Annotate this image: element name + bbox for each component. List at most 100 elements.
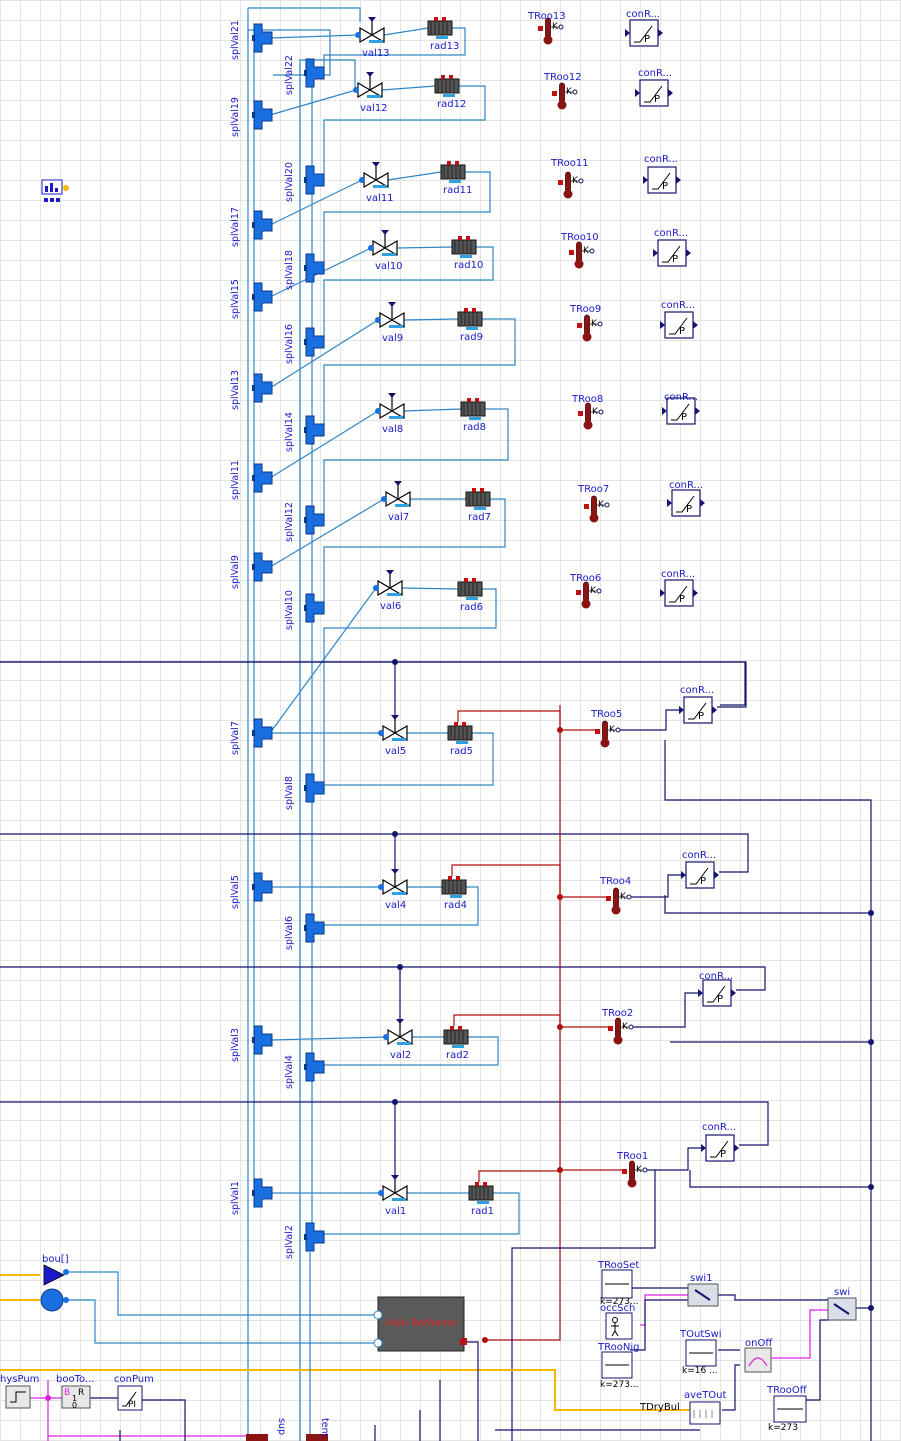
room-controller[interactable]: PconR... xyxy=(701,1122,739,1161)
radiator-heat-port xyxy=(467,398,471,402)
room-controller[interactable]: PconR... xyxy=(660,300,698,338)
room-temperature-sensor[interactable]: KTRoo10 xyxy=(560,232,599,269)
controller-output xyxy=(676,176,681,184)
radiator-heat-port xyxy=(458,236,462,240)
on-off-controller[interactable]: onOff xyxy=(745,1338,773,1372)
splitter-body xyxy=(254,873,272,901)
radiator[interactable]: rad12 xyxy=(435,75,466,110)
room-controller[interactable]: PconR... xyxy=(679,685,717,723)
average-outside-temp-block[interactable]: aveTOut xyxy=(684,1390,727,1424)
room-temperature-sensor[interactable]: KTRoo12 xyxy=(543,72,582,110)
room-temperature-sensor[interactable]: KTRoo5 xyxy=(590,709,622,748)
hysteresis-block[interactable]: hysPum xyxy=(0,1374,39,1408)
radiator[interactable]: rad4 xyxy=(442,876,467,911)
room-temperature-sensor[interactable]: KTRoo4 xyxy=(599,876,631,915)
valve[interactable]: val6 xyxy=(373,570,402,612)
valve[interactable]: val1 xyxy=(378,1175,407,1217)
pump-controller[interactable]: conPumPI xyxy=(114,1374,154,1410)
room-night-setpoint-block[interactable]: TRooNigk=273... xyxy=(597,1342,639,1390)
valve[interactable]: val12 xyxy=(353,72,388,114)
room-controller[interactable]: PconR... xyxy=(698,971,736,1006)
boundary-source[interactable]: bou[] xyxy=(41,1254,69,1311)
switch-1[interactable]: swi1 xyxy=(688,1273,718,1306)
splitter-left[interactable]: splVal1 xyxy=(230,1179,272,1215)
splitter-right[interactable]: splVal18 xyxy=(284,250,324,290)
block-label: swi1 xyxy=(690,1273,713,1284)
thermometer-bulb xyxy=(558,101,567,110)
valve[interactable]: val5 xyxy=(378,715,407,757)
room-temperature-sensor[interactable]: KTRoo13 xyxy=(527,11,566,45)
radiator[interactable]: rad7 xyxy=(466,488,491,523)
valve[interactable]: val8 xyxy=(375,393,404,435)
valve-flow-arrow xyxy=(373,185,387,188)
room-temperature-sensor[interactable]: KTRoo6 xyxy=(569,573,601,609)
valve-port xyxy=(378,1190,384,1196)
supply-sensor[interactable]: sup xyxy=(246,1418,287,1441)
splitter-left[interactable]: splVal21 xyxy=(230,20,272,60)
splitter-right[interactable]: splVal2 xyxy=(284,1223,324,1259)
radiator[interactable]: rad13 xyxy=(428,17,459,52)
valve-flow-arrow xyxy=(392,892,406,895)
radiator[interactable]: rad5 xyxy=(448,722,473,757)
radiator[interactable]: rad6 xyxy=(458,578,483,613)
splitter-right[interactable]: splVal6 xyxy=(284,914,324,950)
splitter-port xyxy=(252,564,255,570)
radiator[interactable]: rad1 xyxy=(469,1182,494,1217)
valve[interactable]: val10 xyxy=(368,230,403,272)
room-controller[interactable]: PconR... xyxy=(660,569,698,606)
room-temperature-sensor[interactable]: KTRoo1 xyxy=(616,1151,648,1188)
valve[interactable]: val4 xyxy=(378,869,407,911)
splitter-right[interactable]: splVal12 xyxy=(284,502,324,542)
radiator[interactable]: rad2 xyxy=(444,1026,469,1061)
occupancy-schedule[interactable]: occSch xyxy=(600,1303,635,1339)
splitter-left[interactable]: splVal11 xyxy=(230,460,272,500)
room-temperature-sensor[interactable]: KTRoo11 xyxy=(550,158,589,199)
room-temperature-sensor[interactable]: KTRoo8 xyxy=(571,394,603,430)
valve[interactable]: val2 xyxy=(383,1019,412,1061)
room-temperature-sensor[interactable]: KTRoo7 xyxy=(577,484,609,523)
splitter-left[interactable]: splVal17 xyxy=(230,207,272,247)
boolean-to-real-block[interactable]: booTo...BR10 xyxy=(56,1374,94,1410)
room-controller[interactable]: PconR... xyxy=(653,228,691,266)
splitter-left[interactable]: splVal15 xyxy=(230,279,272,319)
room-temperature-sensor[interactable]: KTRoo9 xyxy=(569,304,602,342)
room-controller[interactable]: PconR... xyxy=(643,154,681,193)
splitter-body xyxy=(254,1026,272,1054)
radiator[interactable]: rad10 xyxy=(452,236,483,271)
splitter-left[interactable]: splVal3 xyxy=(230,1026,272,1062)
splitter-right[interactable]: splVal10 xyxy=(284,590,324,630)
splitter-left[interactable]: splVal9 xyxy=(230,553,272,589)
switch[interactable]: swi xyxy=(828,1287,856,1320)
valve-port xyxy=(378,730,384,736)
valve[interactable]: val9 xyxy=(375,302,404,344)
room-controller[interactable]: PconR... xyxy=(681,850,719,888)
room-controller[interactable]: PconR... xyxy=(662,392,700,424)
room-setpoint-block[interactable]: TRooSetk=273... xyxy=(597,1260,639,1307)
house-model[interactable]: Hish RefHome xyxy=(374,1297,467,1351)
splitter-right[interactable]: splVal4 xyxy=(284,1053,324,1089)
splitter-left[interactable]: splVal13 xyxy=(230,370,272,410)
room-temperature-sensor[interactable]: KTRoo2 xyxy=(601,1008,633,1045)
radiator[interactable]: rad9 xyxy=(458,308,483,343)
splitter-left[interactable]: splVal19 xyxy=(230,97,272,137)
radiator[interactable]: rad8 xyxy=(461,398,486,433)
room-controller[interactable]: PconR... xyxy=(625,9,663,46)
splitter-left[interactable]: splVal7 xyxy=(230,719,272,755)
radiator[interactable]: rad11 xyxy=(441,161,472,196)
splitter-right[interactable]: splVal22 xyxy=(284,55,324,95)
room-off-setpoint-block[interactable]: TRooOffk=273 xyxy=(766,1385,808,1433)
controller-input xyxy=(701,1144,706,1152)
valve[interactable]: val13 xyxy=(355,17,390,59)
radiator-heat-port xyxy=(442,17,446,21)
room-controller[interactable]: PconR... xyxy=(635,68,673,106)
splitter-right[interactable]: splVal20 xyxy=(284,162,324,202)
splitter-right[interactable]: splVal8 xyxy=(284,774,324,810)
room-controller[interactable]: PconR... xyxy=(667,480,705,516)
valve[interactable]: val11 xyxy=(359,162,394,204)
valve[interactable]: val7 xyxy=(381,481,410,523)
block-parameter: k=16 ... xyxy=(682,1366,718,1376)
outside-switch-temp-block[interactable]: TOutSwik=16 ... xyxy=(679,1329,722,1376)
splitter-right[interactable]: splVal14 xyxy=(284,412,324,452)
thermometer-tube xyxy=(603,721,608,741)
splitter-left[interactable]: splVal5 xyxy=(230,873,272,909)
